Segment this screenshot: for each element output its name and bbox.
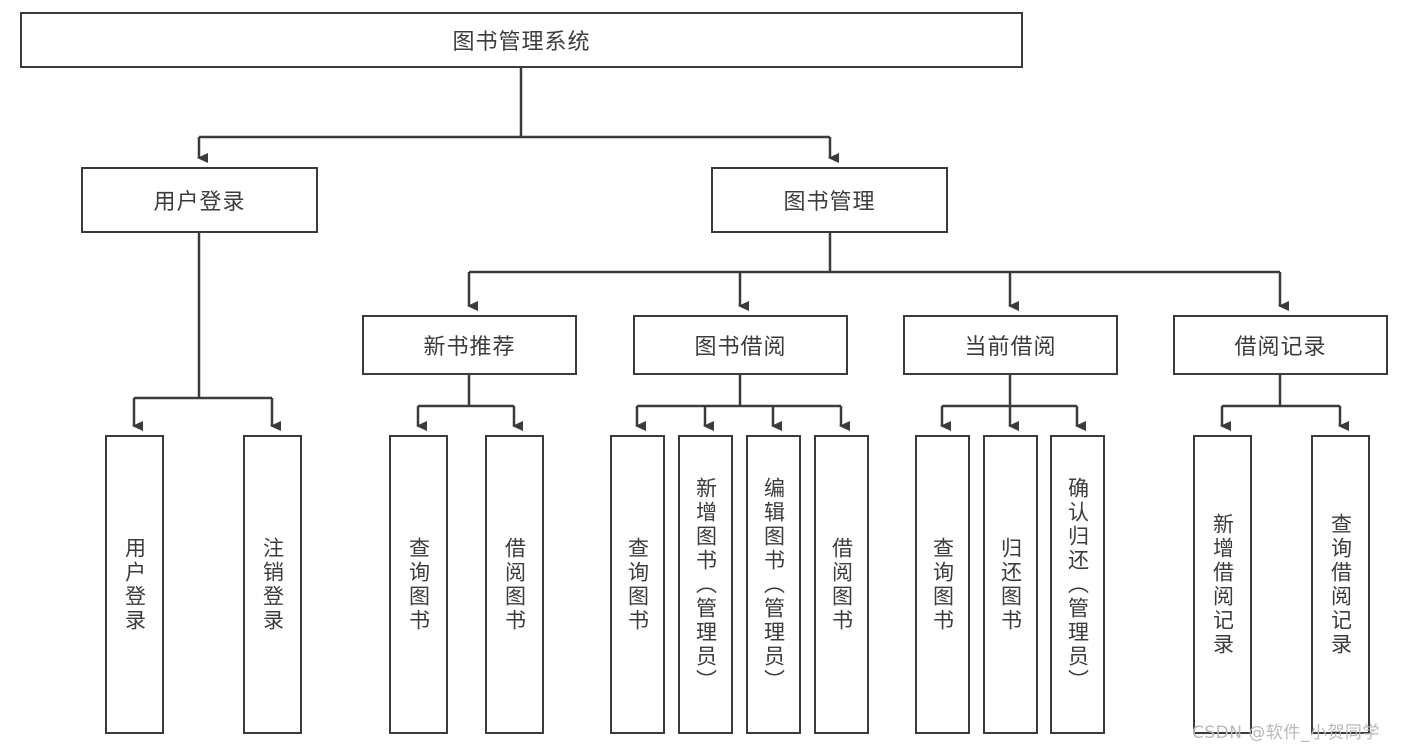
leaf-query-book-borrow[interactable]: 查询图书: [610, 435, 665, 734]
leaf-query-book-recommend[interactable]: 查询图书: [389, 435, 448, 734]
node-label: 查询图书: [930, 536, 955, 633]
node-label: 查询借阅记录: [1328, 512, 1353, 657]
node-current-borrow[interactable]: 当前借阅: [903, 315, 1118, 375]
node-label: 用户登录: [153, 190, 246, 215]
leaf-user-login[interactable]: 用户登录: [105, 435, 164, 734]
leaf-return-book[interactable]: 归还图书: [983, 435, 1038, 734]
leaf-query-borrow-record[interactable]: 查询借阅记录: [1311, 435, 1370, 734]
leaf-borrow-book-recommend[interactable]: 借阅图书: [485, 435, 544, 734]
leaf-borrow-book[interactable]: 借阅图书: [814, 435, 869, 734]
leaf-logout[interactable]: 注销登录: [243, 435, 302, 734]
node-label: 当前借阅: [964, 335, 1057, 360]
node-label: 注销登录: [260, 536, 285, 633]
leaf-confirm-return-admin[interactable]: 确认归还（管理员）: [1050, 435, 1105, 734]
node-label: 新书推荐: [423, 335, 516, 360]
node-user-login[interactable]: 用户登录: [81, 167, 318, 233]
leaf-query-book-current[interactable]: 查询图书: [915, 435, 970, 734]
node-label: 归还图书: [998, 536, 1023, 633]
node-label: 新增图书（管理员）: [693, 476, 718, 693]
csdn-watermark: CSDN @软件_小贺同学: [1192, 723, 1380, 743]
leaf-add-book-admin[interactable]: 新增图书（管理员）: [678, 435, 733, 734]
leaf-edit-book-admin[interactable]: 编辑图书（管理员）: [746, 435, 801, 734]
node-label: 查询图书: [625, 536, 650, 633]
node-label: 确认归还（管理员）: [1065, 476, 1090, 693]
node-borrow-record[interactable]: 借阅记录: [1173, 315, 1388, 375]
node-label: 用户登录: [122, 536, 147, 633]
node-label: 新增借阅记录: [1210, 512, 1235, 657]
node-label: 借阅图书: [502, 536, 527, 633]
node-label: 图书借阅: [694, 335, 787, 360]
node-label: 查询图书: [406, 536, 431, 633]
node-label: 图书管理系统: [452, 30, 591, 55]
node-book-borrow[interactable]: 图书借阅: [633, 315, 848, 375]
node-book-management[interactable]: 图书管理: [711, 167, 948, 233]
node-label: 编辑图书（管理员）: [761, 476, 786, 693]
leaf-add-borrow-record[interactable]: 新增借阅记录: [1193, 435, 1252, 734]
node-label: 借阅记录: [1234, 335, 1327, 360]
node-root[interactable]: 图书管理系统: [20, 12, 1023, 68]
node-new-book-recommend[interactable]: 新书推荐: [362, 315, 577, 375]
node-label: 图书管理: [783, 190, 876, 215]
node-label: 借阅图书: [829, 536, 854, 633]
